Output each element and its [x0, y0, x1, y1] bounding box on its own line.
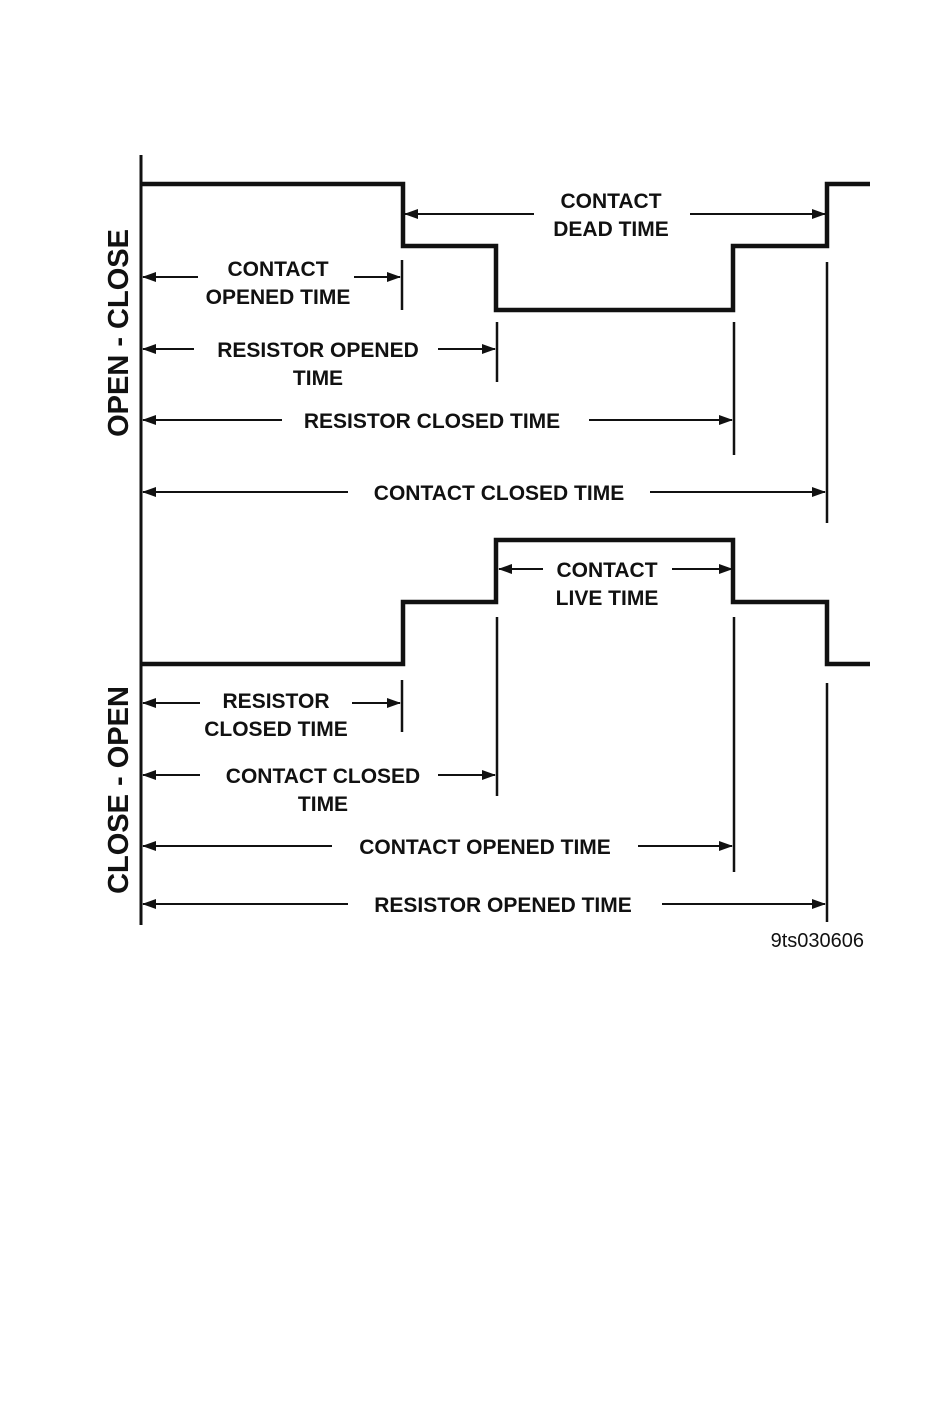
contact-dead-time-label-1: CONTACT [560, 190, 661, 213]
contact-opened-time-2-label: CONTACT OPENED TIME [359, 836, 611, 859]
contact-live-time-label-2: LIVE TIME [556, 587, 659, 610]
contact-opened-time-label-1: CONTACT [227, 258, 328, 281]
resistor-opened-time-label-1: RESISTOR OPENED [217, 339, 419, 362]
close-open-waveform [141, 540, 870, 664]
resistor-closed-time-2-label-2: CLOSED TIME [204, 718, 348, 741]
resistor-opened-time-label-2: TIME [293, 367, 343, 390]
contact-live-time-label-1: CONTACT [556, 559, 657, 582]
contact-closed-time-2-label-2: TIME [298, 793, 348, 816]
resistor-closed-time-label: RESISTOR CLOSED TIME [304, 410, 560, 433]
resistor-opened-time-2-label: RESISTOR OPENED TIME [374, 894, 632, 917]
contact-closed-time-label: CONTACT CLOSED TIME [374, 482, 624, 505]
close-open-side-label: CLOSE - OPEN [103, 686, 135, 894]
contact-closed-time-2-label-1: CONTACT CLOSED [226, 765, 420, 788]
contact-dead-time-label-2: DEAD TIME [553, 218, 669, 241]
open-close-side-label: OPEN - CLOSE [103, 229, 135, 437]
figure-code: 9ts030606 [771, 930, 864, 952]
resistor-closed-time-2-label-1: RESISTOR [223, 690, 330, 713]
contact-opened-time-label-2: OPENED TIME [206, 286, 351, 309]
